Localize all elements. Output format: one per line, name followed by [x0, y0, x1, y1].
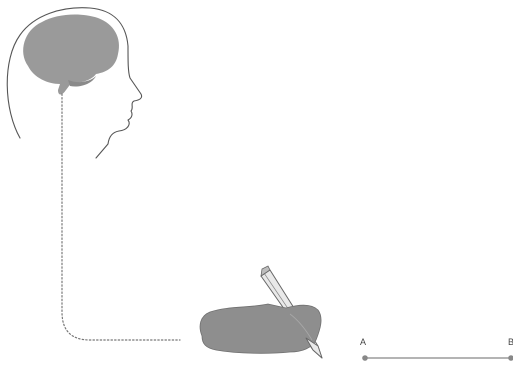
- point-a-label: A: [360, 337, 366, 347]
- point-b-marker: [508, 355, 513, 361]
- point-b-label: B: [508, 337, 513, 347]
- brain-icon: [23, 15, 119, 95]
- writing-hand-icon: [200, 304, 321, 353]
- point-a-marker: [362, 355, 368, 361]
